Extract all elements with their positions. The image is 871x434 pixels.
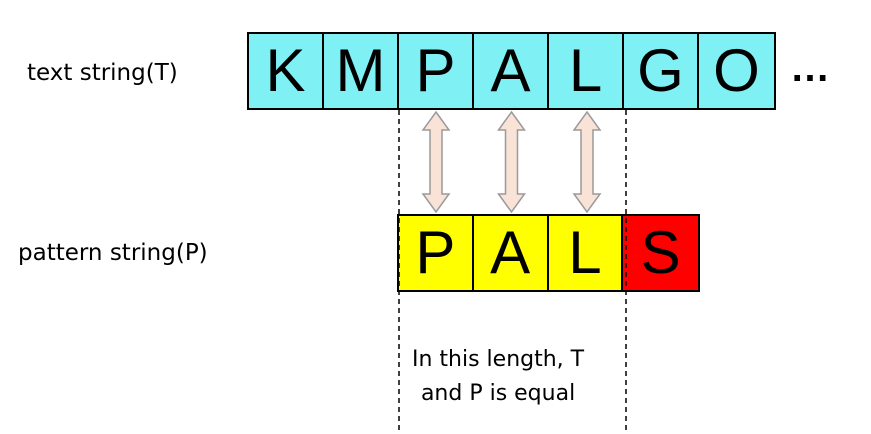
text-char-cell: M bbox=[324, 34, 399, 108]
text-char-cell: P bbox=[399, 34, 474, 108]
pattern-char-cell: A bbox=[473, 216, 549, 290]
text-char-cell: L bbox=[549, 34, 624, 108]
text-char-cell: K bbox=[249, 34, 324, 108]
double-arrow-icon bbox=[572, 110, 602, 214]
pattern-mismatch-cell: S bbox=[623, 216, 698, 290]
pattern-char-cell: P bbox=[399, 216, 474, 290]
text-ellipsis: … bbox=[790, 46, 832, 90]
text-char-cell: G bbox=[624, 34, 699, 108]
text-string-label: text string(T) bbox=[27, 60, 178, 86]
equal-length-note: In this length, T and P is equal bbox=[412, 343, 584, 411]
note-line-2: and P is equal bbox=[420, 381, 576, 406]
text-char-cell: A bbox=[474, 34, 549, 108]
pattern-string-label: pattern string(P) bbox=[18, 240, 208, 266]
text-char-cell: O bbox=[699, 34, 774, 108]
pattern-char-cell: L bbox=[548, 216, 624, 290]
note-line-1: In this length, T bbox=[412, 347, 585, 372]
double-arrow-icon bbox=[497, 110, 526, 214]
double-arrow-icon bbox=[421, 110, 451, 214]
